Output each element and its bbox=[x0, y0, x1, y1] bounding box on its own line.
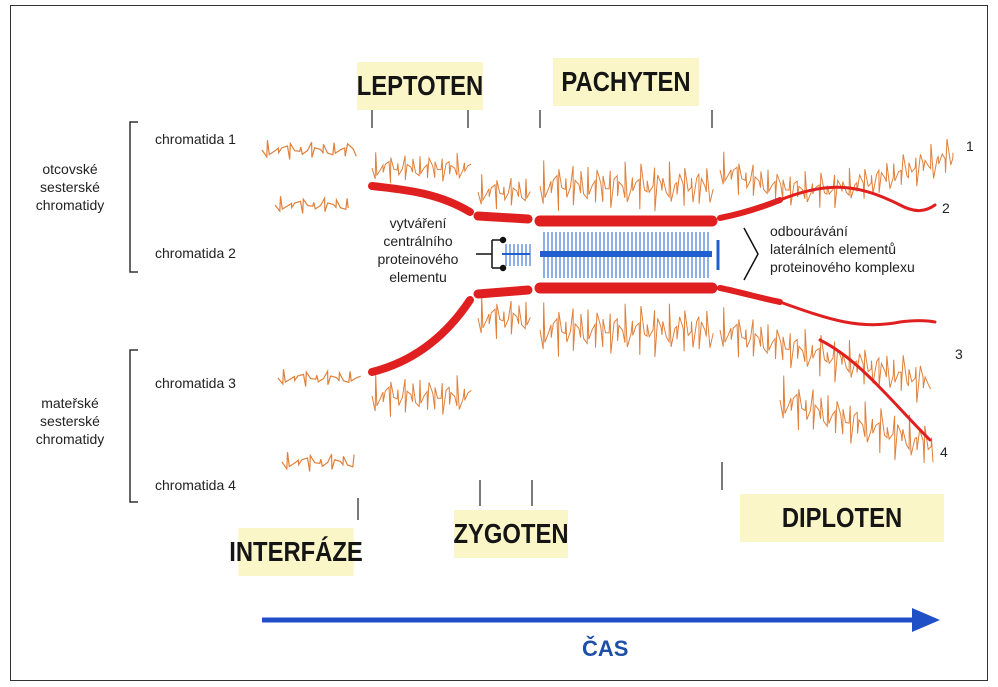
chromatid-label-4: chromatida 4 bbox=[155, 476, 236, 494]
chromatin-interphase-3 bbox=[278, 369, 361, 386]
stage-leptoten: LEPTOTEN bbox=[357, 62, 483, 110]
chromatin-zygoten-top bbox=[478, 174, 530, 209]
chromatin-pachyten-top bbox=[540, 160, 713, 211]
chromatin-interphase-4 bbox=[282, 452, 354, 471]
diploten-strand-3 bbox=[780, 302, 935, 325]
annotation-line: odbourávání bbox=[770, 222, 915, 240]
group-label-line: chromatidy bbox=[20, 430, 120, 448]
annotation-line: elementu bbox=[362, 268, 474, 286]
degradation-pointer bbox=[744, 228, 758, 280]
chromatid-label-1: chromatida 1 bbox=[155, 130, 236, 148]
stage-diploten: DIPLOTEN bbox=[740, 494, 944, 542]
chromatin-pachyten-bottom bbox=[540, 303, 713, 358]
annotation-formation: vytváření centrálního proteinového eleme… bbox=[362, 214, 474, 286]
annotation-degradation: odbourávání laterálních elementů protein… bbox=[770, 222, 915, 276]
lateral-element-bottom-zygoten bbox=[478, 290, 528, 294]
annotation-line: vytváření bbox=[362, 214, 474, 232]
chromatid-label-2: chromatida 2 bbox=[155, 244, 236, 262]
formation-pointer bbox=[476, 238, 506, 271]
lateral-element-bottom-leptoten bbox=[372, 300, 470, 372]
annotation-line: proteinového komplexu bbox=[770, 258, 915, 276]
chromatid-number-3: 3 bbox=[955, 346, 963, 362]
annotation-line: laterálních elementů bbox=[770, 240, 915, 258]
chromatid-number-1: 1 bbox=[966, 138, 974, 154]
group-label-line: otcovské bbox=[20, 160, 120, 178]
lateral-element-top-diploten bbox=[720, 200, 780, 218]
time-axis-label: ČAS bbox=[582, 636, 628, 662]
diploten-strand-4 bbox=[820, 340, 930, 440]
group-label-line: sesterské bbox=[20, 178, 120, 196]
bracket-paternal bbox=[130, 122, 138, 272]
lateral-element-top-leptoten bbox=[372, 186, 470, 212]
chromatid-label-3: chromatida 3 bbox=[155, 374, 236, 392]
lateral-element-bottom-diploten bbox=[720, 288, 780, 302]
chromatin-diploten-1 bbox=[720, 139, 953, 208]
chromatid-brackets bbox=[130, 122, 138, 502]
group-label-paternal: otcovské sesterské chromatidy bbox=[20, 160, 120, 214]
annotation-line: centrálního bbox=[362, 232, 474, 250]
chromatin-leptoten-bottom bbox=[372, 374, 471, 417]
diploten-strand-2 bbox=[780, 187, 935, 210]
group-label-maternal: mateřské sesterské chromatidy bbox=[20, 394, 120, 448]
chromatin-zygoten-bottom bbox=[478, 296, 530, 339]
lateral-element-top-zygoten bbox=[478, 216, 528, 219]
annotation-line: proteinového bbox=[362, 250, 474, 268]
chromatid-number-2: 2 bbox=[942, 200, 950, 216]
central-protein-element bbox=[502, 232, 718, 278]
stage-zygoten: ZYGOTEN bbox=[454, 510, 568, 558]
chromatid-number-4: 4 bbox=[940, 444, 948, 460]
chromatin-interphase-1 bbox=[262, 140, 356, 159]
group-label-line: chromatidy bbox=[20, 196, 120, 214]
bracket-maternal bbox=[130, 350, 138, 502]
stage-interfaze: INTERFÁZE bbox=[238, 528, 354, 576]
chromatin-interphase-2 bbox=[275, 196, 348, 213]
group-label-line: sesterské bbox=[20, 412, 120, 430]
stage-pachyten: PACHYTEN bbox=[553, 58, 699, 106]
group-label-line: mateřské bbox=[20, 394, 120, 412]
chromatin-leptoten-top bbox=[372, 152, 471, 183]
time-arrow bbox=[262, 608, 940, 632]
